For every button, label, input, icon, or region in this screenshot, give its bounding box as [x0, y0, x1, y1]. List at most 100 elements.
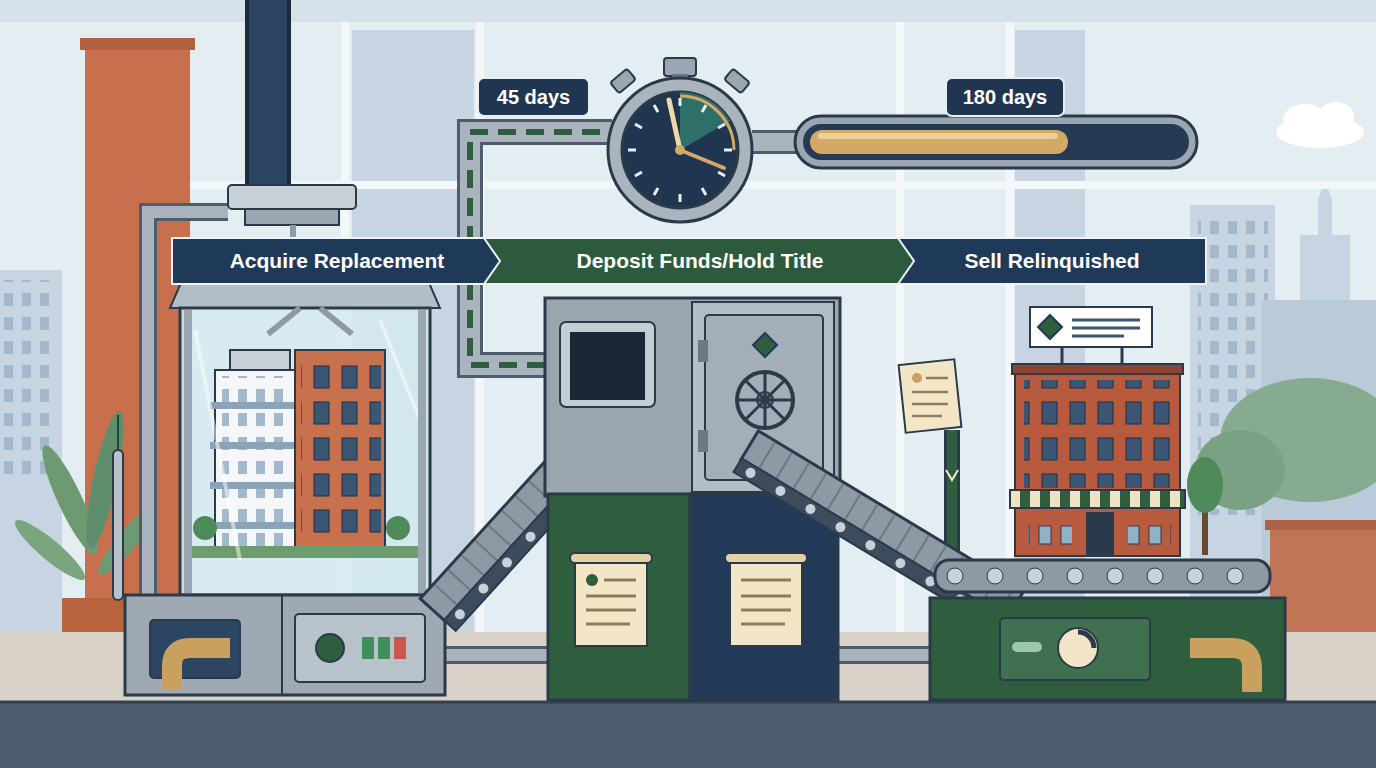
- acquire-press: [230, 350, 290, 370]
- progress-bar: [818, 133, 1058, 139]
- left-conveyor: [476, 581, 490, 595]
- sale-machine: [947, 568, 963, 584]
- step-label: Acquire Replacement: [230, 249, 445, 273]
- duration-label: 180 days: [963, 86, 1048, 109]
- acquire-press: [210, 402, 300, 409]
- stopwatch: [680, 150, 724, 168]
- stopwatch: [628, 149, 636, 152]
- relinquished-building: [1010, 307, 1223, 556]
- relinquished-building: [1030, 307, 1152, 347]
- duration-label: 45 days: [497, 86, 570, 109]
- acquire-press: [418, 310, 426, 593]
- sale-machine: [1190, 648, 1252, 692]
- acquire-press: [386, 516, 410, 540]
- escrow-machine: [741, 580, 791, 624]
- cloud: [1276, 102, 1364, 148]
- escrow-machine: [730, 560, 802, 646]
- right-conveyor: [804, 502, 818, 516]
- stopwatch: [608, 78, 752, 222]
- right-conveyor: [744, 466, 758, 480]
- moving-deed: [899, 359, 962, 432]
- relinquished-building: [1128, 515, 1172, 549]
- sale-machine: [935, 560, 1270, 592]
- sale-machine: [1000, 618, 1150, 680]
- acquire-press: [195, 320, 420, 560]
- feed-pipes: [944, 430, 960, 560]
- moving-deed: [912, 378, 948, 416]
- acquire-press: [172, 648, 230, 690]
- brick-pillar: [1265, 520, 1376, 530]
- escrow-machine: [698, 430, 708, 452]
- acquire-press: [378, 637, 390, 659]
- relinquished-building: [1010, 490, 1185, 508]
- acquire-press: [281, 595, 283, 695]
- sale-machine: [930, 598, 1285, 700]
- chevron-banner: Sell Relinquished: [898, 238, 1206, 284]
- stopwatch: [664, 58, 696, 76]
- sale-machine: [1187, 568, 1203, 584]
- chevron-banner: Acquire Replacement: [172, 238, 502, 284]
- progress-bar: [810, 130, 1068, 154]
- acquire-press: [301, 358, 381, 543]
- right-conveyor: [864, 538, 878, 552]
- stopwatch: [679, 98, 682, 106]
- acquire-press: [268, 308, 300, 334]
- relinquished-building: [1024, 380, 1174, 488]
- stopwatch: [669, 100, 680, 150]
- left-conveyor: [500, 556, 514, 570]
- cloud: [1318, 102, 1354, 130]
- acquire-press: [113, 450, 123, 600]
- sale-machine: [987, 568, 1003, 584]
- feed-pipes: [249, 0, 287, 190]
- progress-bar: [803, 124, 1189, 160]
- acquire-press: [295, 350, 385, 550]
- sale-machine: [1067, 568, 1083, 584]
- sale-machine: [1012, 642, 1042, 652]
- feed-pipes: [947, 430, 957, 560]
- acquire-press: [320, 308, 352, 334]
- sale-machine: [1078, 632, 1094, 648]
- relinquished-building: [1072, 320, 1140, 336]
- stopwatch: [635, 124, 642, 128]
- stopwatch: [610, 69, 636, 94]
- escrow-machine: [548, 494, 690, 700]
- chevron-shape: [484, 238, 916, 284]
- right-conveyor: [893, 556, 907, 570]
- acquire-press: [210, 442, 300, 449]
- stopwatch: [718, 124, 725, 128]
- moving-deed: [912, 373, 922, 383]
- right-conveyor: [834, 520, 848, 534]
- stopwatch: [654, 105, 658, 112]
- acquire-press: [210, 522, 300, 529]
- sale-machine: [1058, 628, 1098, 668]
- acquire-press: [362, 637, 374, 659]
- acquire-press: [125, 595, 445, 695]
- stopwatch: [718, 172, 725, 176]
- acquire-press: [394, 637, 406, 659]
- escrow-machine: [560, 322, 655, 407]
- acquire-press: [295, 614, 425, 682]
- feed-pipes: [245, 0, 291, 190]
- sale-machine: [1147, 568, 1163, 584]
- stopwatch: [702, 105, 706, 112]
- sky-backdrop: [0, 0, 1376, 22]
- sale-machine: [930, 560, 1285, 700]
- escrow-machine: [725, 553, 807, 563]
- acquire-press: [190, 546, 420, 558]
- moving-deed: [899, 359, 962, 432]
- chevron-shape: [172, 238, 502, 284]
- escrow-machine: [570, 553, 652, 563]
- acquire-press: [113, 185, 445, 695]
- brick-pillar: [80, 38, 195, 50]
- escrow-machine: [737, 372, 793, 428]
- relinquished-building: [1028, 515, 1072, 549]
- acquire-press: [245, 209, 339, 225]
- sale-machine: [1227, 568, 1243, 584]
- feed-pipes: [752, 130, 800, 154]
- stopwatch: [608, 58, 752, 222]
- stopwatch: [622, 92, 738, 208]
- progress-bar: [795, 116, 1197, 168]
- stopwatch: [628, 98, 732, 202]
